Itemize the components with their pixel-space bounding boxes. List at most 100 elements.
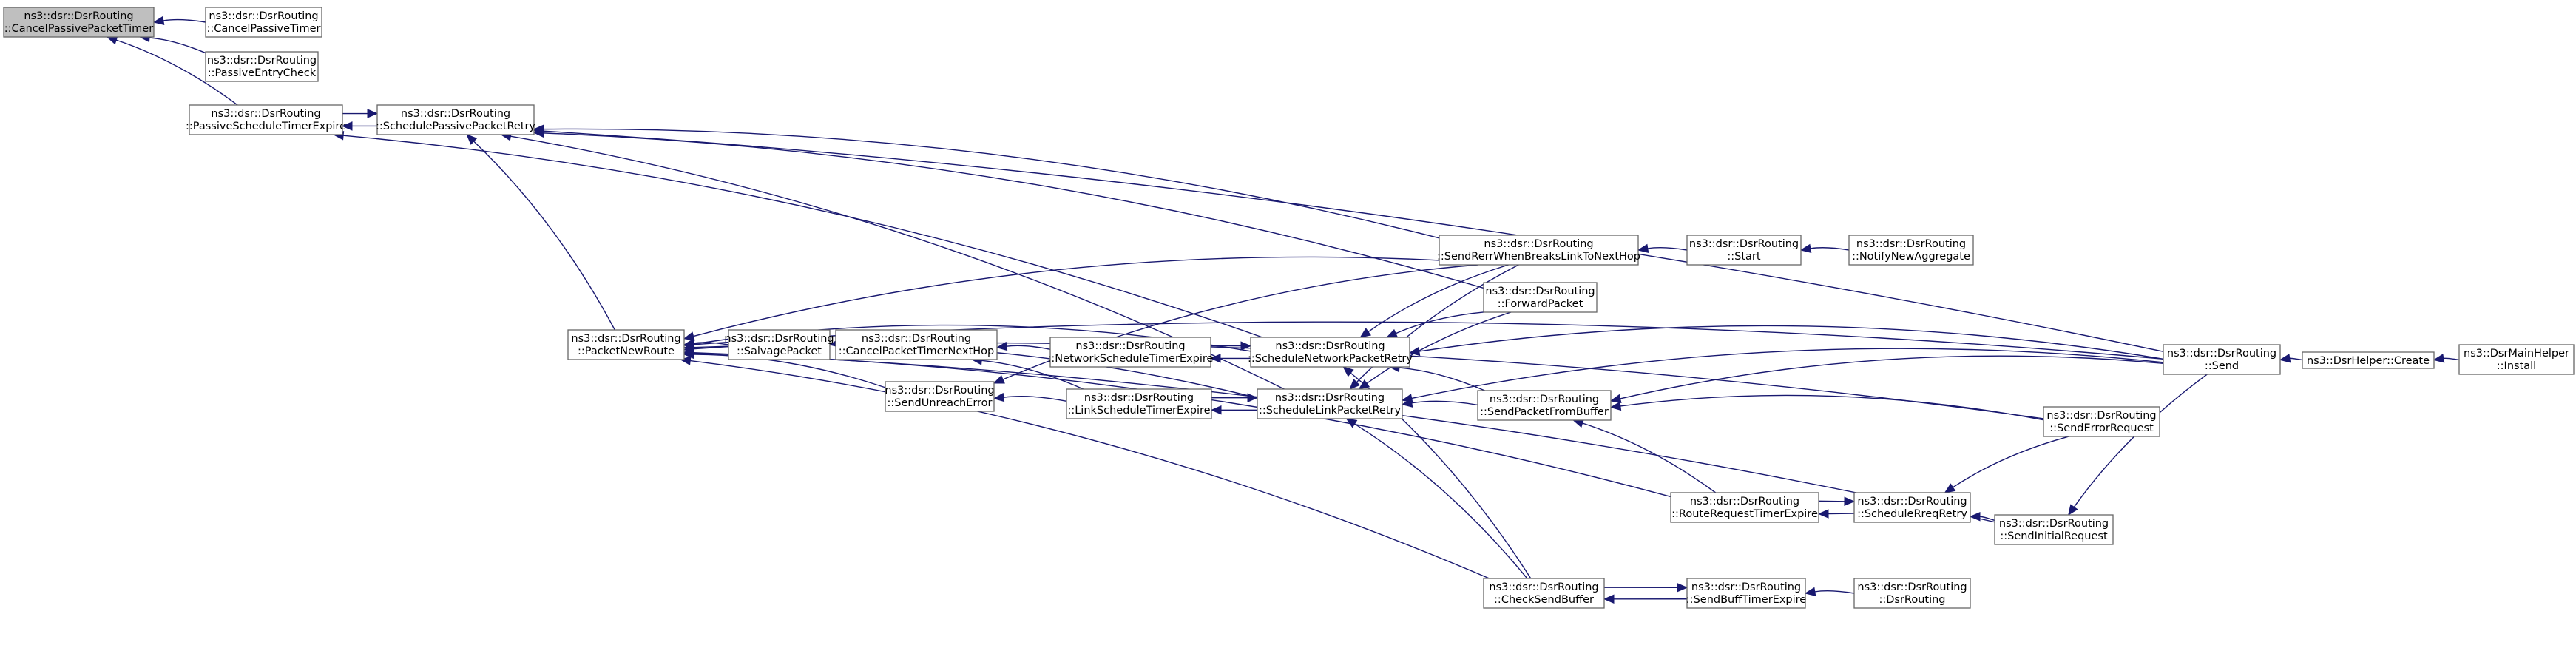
node-label-line1: ns3::dsr::DsrRouting: [1489, 581, 1598, 593]
node-label-line1: ns3::dsr::DsrRouting: [1856, 238, 1966, 250]
node-label-line2: ::ScheduleRreqRetry: [1857, 508, 1967, 520]
node-label-line2: ::ScheduleLinkPacketRetry: [1259, 405, 1402, 416]
node-box: [1439, 235, 1639, 266]
node-box: [1477, 390, 1612, 421]
call-edge-line: [115, 39, 238, 106]
node-label-line2: ::SendUnreachError: [887, 397, 992, 409]
arrowhead-icon: [1844, 496, 1856, 507]
graph-node-scheduleNetworkPacketRetry[interactable]: ns3::dsr::DsrRouting::ScheduleNetworkPac…: [1248, 337, 1413, 368]
arrowhead-icon: [1609, 401, 1622, 411]
graph-node-dsrMainHelperInstall[interactable]: ns3::DsrMainHelper::Install: [2458, 344, 2575, 375]
arrowhead-icon: [1969, 511, 1981, 522]
graph-node-sendInitialRequest[interactable]: ns3::dsr::DsrRouting::SendInitialRequest: [1994, 514, 2114, 545]
call-edge-line: [2073, 374, 2208, 507]
graph-node-schedulePassivePacketRetry[interactable]: ns3::dsr::DsrRouting::SchedulePassivePac…: [376, 104, 535, 135]
arrowhead-icon: [1408, 346, 1421, 357]
graph-node-passiveEntryCheck[interactable]: ns3::dsr::DsrRouting::PassiveEntryCheck: [205, 51, 319, 82]
node-box: [2163, 344, 2281, 375]
node-label-line1: ns3::dsr::DsrRouting: [1084, 392, 1194, 404]
graph-node-cancelPassivePacketTimer[interactable]: ns3::dsr::DsrRouting::CancelPassivePacke…: [3, 7, 155, 38]
arrowhead-icon: [680, 356, 692, 365]
arrowhead-icon: [341, 121, 353, 131]
call-edge-line: [2443, 357, 2460, 361]
node-box: [1848, 235, 1974, 266]
call-edge-line: [543, 132, 1484, 289]
call-edge-linkScheduleTimerExpire-to-sendUnreachError: [993, 392, 1067, 402]
graph-node-scheduleRreqRetry[interactable]: ns3::dsr::DsrRouting::ScheduleRreqRetry: [1853, 492, 1971, 523]
arrowhead-icon: [2279, 354, 2291, 363]
node-label-line2: ::SendBuffTimerExpire: [1686, 594, 1806, 606]
node-box: [567, 329, 685, 360]
node-label-line2: ::ScheduleNetworkPacketRetry: [1248, 353, 1413, 365]
graph-node-linkScheduleTimerExpire[interactable]: ns3::dsr::DsrRouting::LinkScheduleTimerE…: [1066, 388, 1212, 419]
graph-node-checkSendBuffer[interactable]: ns3::dsr::DsrRouting::CheckSendBuffer: [1483, 578, 1605, 609]
call-edge-dsrMainHelperInstall-to-dsrHelperCreate: [2433, 354, 2460, 363]
call-edge-send-to-scheduleLinkPacketRetry: [1401, 348, 2164, 403]
graph-node-cancelPacketTimerNextHop[interactable]: ns3::dsr::DsrRouting::CancelPacketTimerN…: [835, 329, 998, 360]
node-label-line1: ns3::dsr::DsrRouting: [207, 55, 317, 67]
node-label-line2: ::NetworkScheduleTimerExpire: [1048, 353, 1214, 365]
node-label-line1: ns3::dsr::DsrRouting: [401, 108, 510, 120]
node-label-line1: ns3::dsr::DsrRouting: [1689, 238, 1799, 250]
arrowhead-icon: [1349, 378, 1361, 390]
graph-node-sendBuffTimerExpire[interactable]: ns3::dsr::DsrRouting::SendBuffTimerExpir…: [1686, 578, 1806, 609]
call-edge-sendRerrWhenBreaksLinkToNextHop-to-packetNewRoute: [683, 256, 1440, 341]
node-label-line2: ::CancelPassiveTimer: [207, 23, 321, 35]
node-label-line2: ::Start: [1727, 251, 1761, 263]
call-edge-routeRequestTimerExpire-to-scheduleRreqRetry: [1818, 496, 1856, 507]
arrowhead-icon: [1345, 418, 1358, 428]
node-box: [1994, 514, 2114, 545]
node-box: [728, 329, 831, 360]
call-edge-sendPacketFromBuffer-to-scheduleLinkPacketRetry: [1401, 398, 1478, 408]
graph-node-send[interactable]: ns3::dsr::DsrRouting::Send: [2163, 344, 2281, 375]
graph-node-sendPacketFromBuffer[interactable]: ns3::dsr::DsrRouting::SendPacketFromBuff…: [1477, 390, 1612, 421]
node-box: [1686, 235, 1802, 266]
graph-node-notifyNewAggregate[interactable]: ns3::dsr::DsrRouting::NotifyNewAggregate: [1848, 235, 1974, 266]
node-label-line2: ::LinkScheduleTimerExpire: [1067, 405, 1210, 416]
graph-node-routeRequestTimerExpire[interactable]: ns3::dsr::DsrRouting::RouteRequestTimerE…: [1670, 492, 1819, 523]
graph-node-cancelPassiveTimer[interactable]: ns3::dsr::DsrRouting::CancelPassiveTimer: [205, 7, 322, 38]
call-edge-line: [1006, 345, 1051, 350]
graph-node-packetNewRoute[interactable]: ns3::dsr::DsrRouting::PacketNewRoute: [567, 329, 685, 360]
arrowhead-icon: [1637, 243, 1649, 254]
node-label-line1: ns3::dsr::DsrRouting: [1075, 340, 1185, 352]
graph-node-sendErrorRequest[interactable]: ns3::dsr::DsrRouting::SendErrorRequest: [2043, 406, 2160, 437]
graph-node-forwardPacket[interactable]: ns3::dsr::DsrRouting::ForwardPacket: [1483, 282, 1598, 313]
node-label-line2: ::PacketNewRoute: [578, 345, 675, 357]
graph-node-salvagePacket[interactable]: ns3::dsr::DsrRouting::SalvagePacket: [724, 329, 834, 360]
node-label-line2: ::SendPacketFromBuffer: [1480, 406, 1609, 418]
node-label-line2: ::SchedulePassivePacketRetry: [376, 121, 535, 132]
node-label-line1: ns3::dsr::DsrRouting: [1484, 238, 1593, 250]
call-edge-scheduleLinkPacketRetry-to-linkScheduleTimerExpire: [1210, 405, 1258, 415]
call-edge-scheduleNetworkPacketRetry-to-networkScheduleTimerExpire: [1209, 354, 1251, 363]
node-label-line1: ns3::dsr::DsrRouting: [209, 10, 318, 22]
call-edge-line: [543, 128, 1440, 239]
graph-node-sendRerrWhenBreaksLinkToNextHop[interactable]: ns3::dsr::DsrRouting::SendRerrWhenBreaks…: [1437, 235, 1640, 266]
arrowhead-icon: [1209, 354, 1221, 363]
graph-node-scheduleLinkPacketRetry[interactable]: ns3::dsr::DsrRouting::ScheduleLinkPacket…: [1257, 388, 1403, 419]
graph-node-passiveScheduleTimerExpire[interactable]: ns3::dsr::DsrRouting::PassiveScheduleTim…: [186, 104, 346, 135]
call-edge-line: [1620, 355, 2164, 399]
call-edge-sendRerrWhenBreaksLinkToNextHop-to-scheduleNetworkPacketRetry: [1359, 264, 1509, 338]
call-edge-checkSendBuffer-to-scheduleLinkPacketRetry: [1345, 418, 1528, 579]
node-label-line1: ns3::dsr::DsrRouting: [24, 10, 133, 22]
call-edge-checkSendBuffer-to-packetNewRoute: [680, 356, 1490, 579]
arrowhead-icon: [1799, 243, 1812, 254]
call-edge-line: [693, 354, 886, 388]
node-label-line2: ::Install: [2497, 360, 2536, 372]
call-edge-checkSendBuffer-to-sendBuffTimerExpire: [1603, 582, 1688, 593]
node-box: [376, 104, 535, 135]
graph-node-dsrRouting[interactable]: ns3::dsr::DsrRouting::DsrRouting: [1853, 578, 1971, 609]
graph-node-sendUnreachError[interactable]: ns3::dsr::DsrRouting::SendUnreachError: [885, 381, 995, 412]
node-label-line1: ns3::dsr::DsrRouting: [1275, 340, 1385, 352]
graph-node-dsrHelperCreate[interactable]: ns3::DsrHelper::Create: [2302, 351, 2435, 369]
call-edge-line: [1620, 394, 2044, 421]
call-edge-packetNewRoute-to-schedulePassivePacketRetry: [466, 134, 615, 331]
call-edge-line: [693, 353, 1671, 498]
arrowhead-icon: [2433, 354, 2445, 363]
arrowhead-icon: [993, 375, 1005, 384]
node-label-line2: ::SendRerrWhenBreaksLinkToNextHop: [1437, 251, 1640, 263]
graph-node-networkScheduleTimerExpire[interactable]: ns3::dsr::DsrRouting::NetworkScheduleTim…: [1048, 337, 1214, 368]
node-label-line1: ns3::dsr::DsrRouting: [1857, 496, 1967, 507]
graph-node-start[interactable]: ns3::dsr::DsrRouting::Start: [1686, 235, 1802, 266]
